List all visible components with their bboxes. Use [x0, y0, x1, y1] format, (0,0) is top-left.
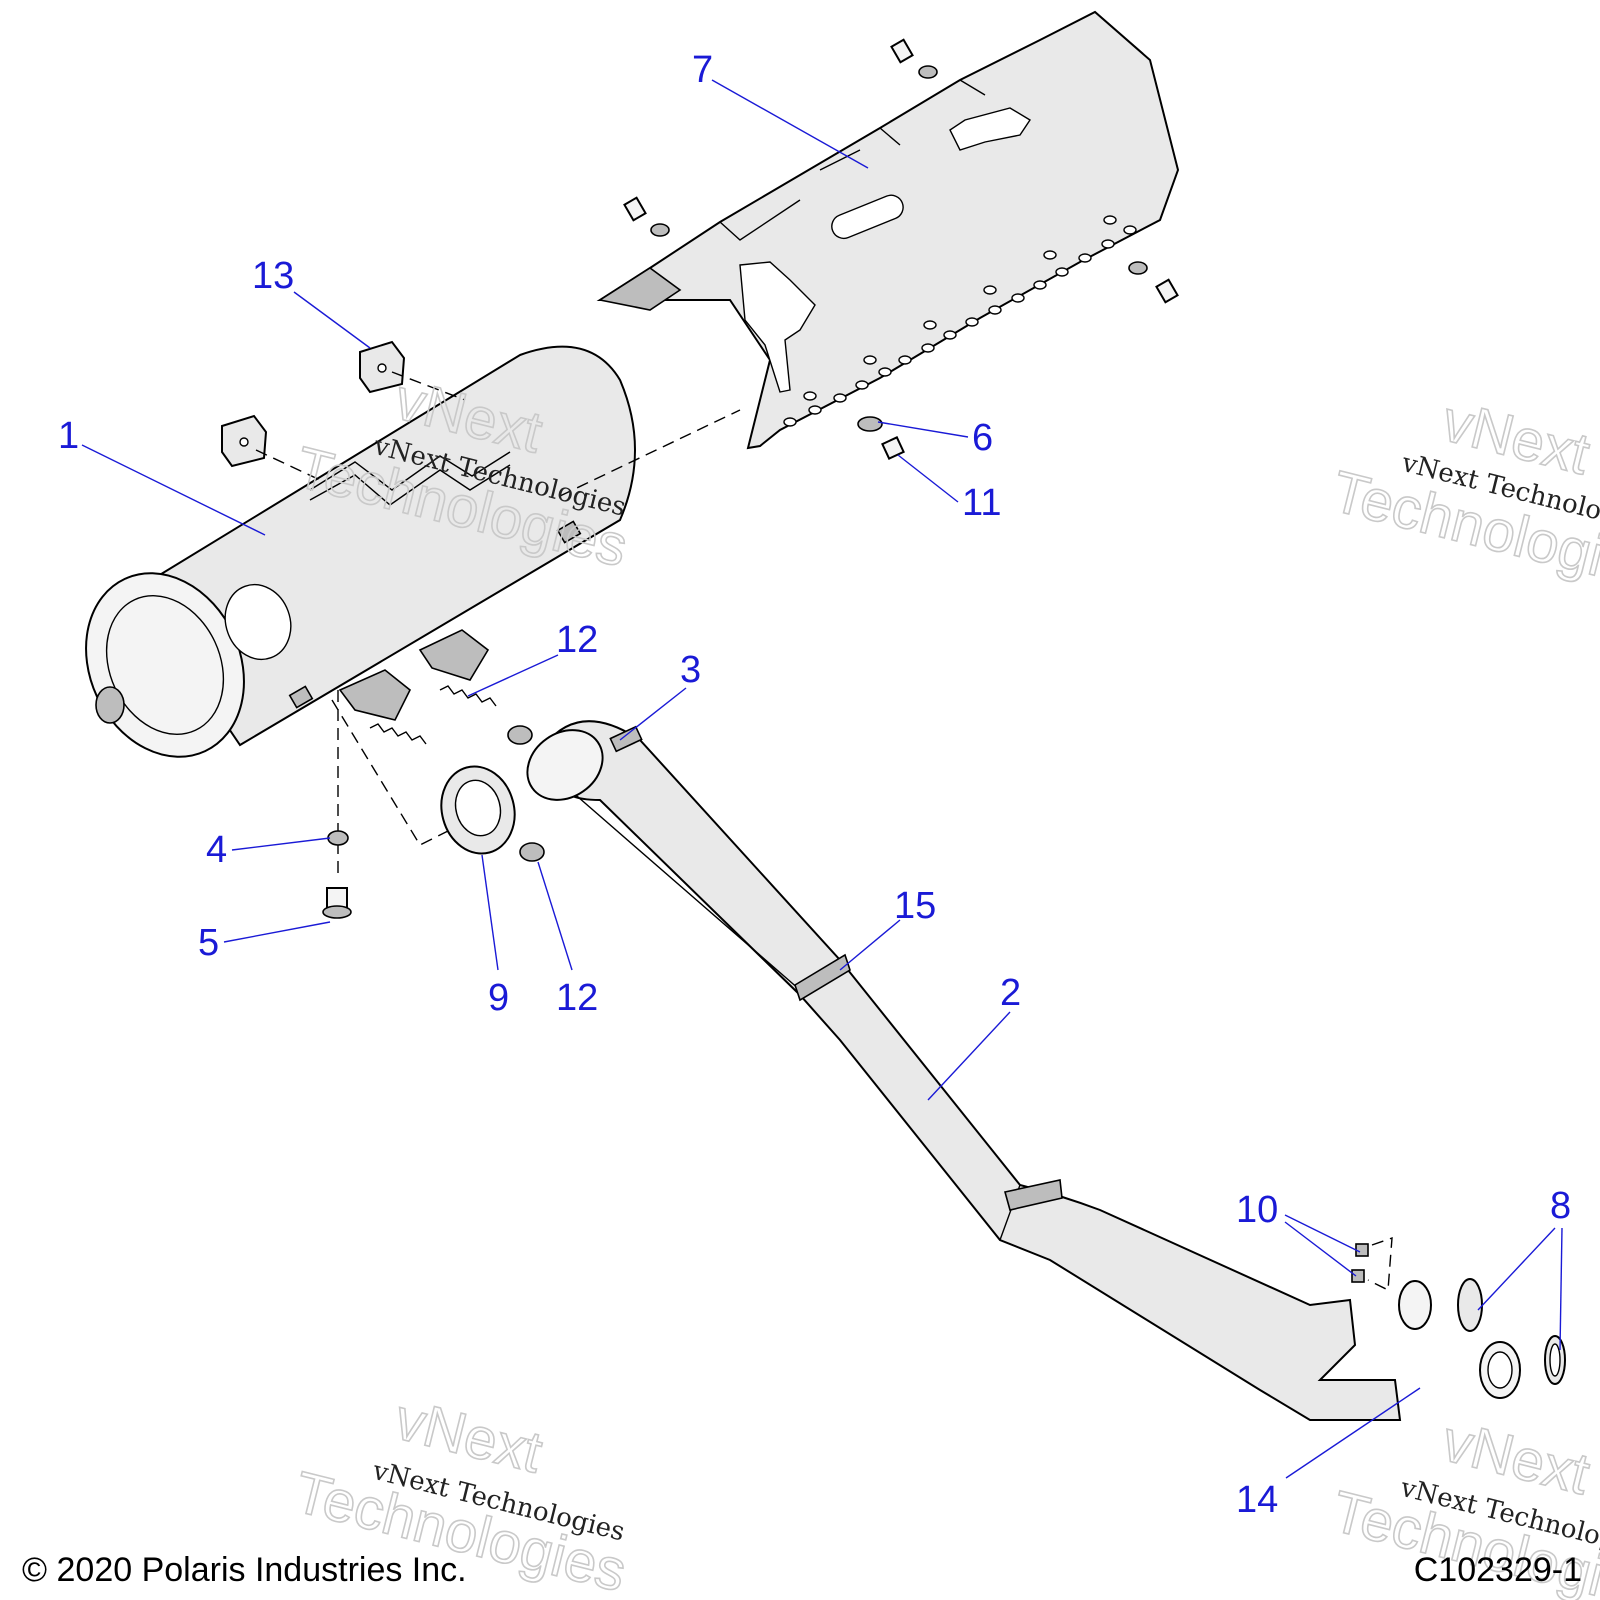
exhaust-pipe — [526, 720, 1521, 1421]
callout-4: 4 — [206, 829, 331, 871]
callout-12-upper: 12 — [467, 619, 598, 697]
callout-3-label: 3 — [680, 649, 701, 691]
watermark-right: vNext Technologies vNext Technologies — [1325, 388, 1600, 605]
heat-shield — [596, 10, 1180, 450]
washer-bolt — [322, 830, 352, 919]
copyright-text: © 2020 Polaris Industries Inc. — [22, 1551, 467, 1589]
callout-7: 7 — [692, 49, 869, 169]
callout-2-label: 2 — [1000, 972, 1021, 1014]
callout-4-label: 4 — [206, 829, 227, 871]
callout-12-lower-label: 12 — [556, 977, 598, 1019]
callout-2: 2 — [927, 972, 1021, 1101]
callout-10-label: 10 — [1236, 1189, 1278, 1231]
callout-3: 3 — [619, 649, 701, 741]
callout-1: 1 — [58, 415, 266, 536]
figure-code: C102329-1 — [1413, 1551, 1582, 1589]
rubber-isolators — [221, 340, 406, 468]
exhaust-gaskets — [1457, 1278, 1566, 1385]
shield-bolts — [623, 38, 1179, 304]
callout-13-label: 13 — [252, 255, 294, 297]
callout-7-label: 7 — [692, 49, 713, 91]
callout-8-label: 8 — [1550, 1185, 1571, 1227]
callout-13: 13 — [252, 255, 371, 349]
callout-15: 15 — [839, 885, 936, 971]
callout-14-label: 14 — [1236, 1479, 1278, 1521]
callout-6: 6 — [877, 417, 993, 459]
callout-12-lower: 12 — [537, 861, 598, 1019]
callout-10: 10 — [1236, 1189, 1361, 1277]
callout-12-upper-label: 12 — [556, 619, 598, 661]
callout-5: 5 — [198, 921, 331, 964]
callout-1-label: 1 — [58, 415, 79, 457]
callout-11-label: 11 — [962, 482, 1001, 524]
shield-vent-holes — [783, 215, 1137, 427]
callout-6-label: 6 — [972, 417, 993, 459]
washer-nut — [857, 416, 905, 460]
callout-15-label: 15 — [894, 885, 936, 927]
callout-9: 9 — [481, 854, 509, 1019]
callout-9-label: 9 — [488, 977, 509, 1019]
callout-11: 11 — [897, 454, 1001, 524]
callout-14: 14 — [1236, 1387, 1421, 1521]
gasket — [440, 765, 516, 855]
muffler — [85, 345, 636, 758]
flange-nuts — [1351, 1236, 1393, 1292]
callout-8: 8 — [1477, 1185, 1571, 1351]
callout-5-label: 5 — [198, 922, 219, 964]
springs — [369, 685, 545, 862]
